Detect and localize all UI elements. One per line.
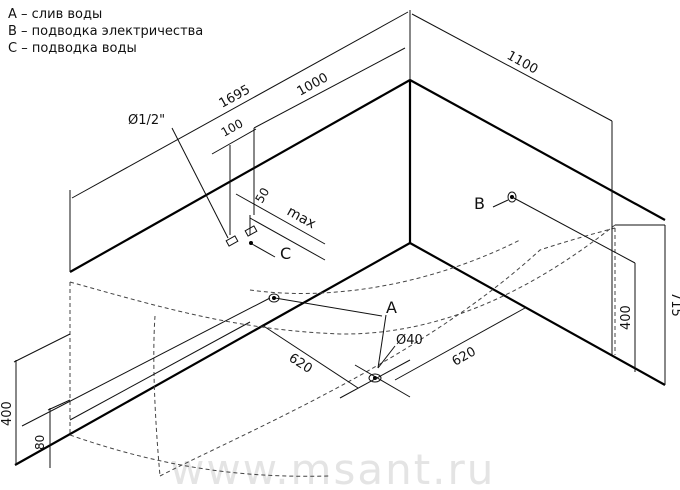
- drain-diameter-label: Ø40: [396, 333, 423, 348]
- dimension-1695: 1695: [69, 10, 411, 272]
- label-b-text: B: [474, 194, 485, 213]
- dimension-620-right-label: 620: [450, 344, 479, 369]
- dimension-715: 715: [615, 224, 680, 385]
- dimension-100: 100: [211, 116, 257, 235]
- dimension-100-label: 100: [219, 116, 246, 139]
- legend: A – слив воды B – подводка электричества…: [8, 6, 203, 57]
- pipe-diameter-label: Ø1/2": [128, 113, 165, 128]
- pipe-diameter: Ø1/2": [128, 113, 229, 239]
- legend-item-drain: A – слив воды: [8, 7, 103, 22]
- dimension-715-label: 715: [668, 292, 680, 317]
- dimension-1000-label: 1000: [295, 70, 331, 99]
- legend-item-electric: B – подводка электричества: [8, 24, 204, 39]
- dimension-1000: 1000: [253, 47, 406, 215]
- label-c-text: C: [280, 244, 291, 263]
- dimension-80-label: 80: [33, 435, 47, 450]
- label-a-text: A: [386, 298, 397, 317]
- legend-item-water: C – подводка воды: [8, 41, 137, 56]
- bathtub-outline: [69, 224, 616, 477]
- dimension-400-left-label: 400: [0, 401, 15, 426]
- dimension-1695-label: 1695: [217, 82, 253, 111]
- dimension-400-left: 400 80: [0, 321, 251, 468]
- label-c: C: [251, 243, 291, 263]
- dimension-400-right-label: 400: [619, 305, 634, 330]
- dimension-620-left-label: 620: [286, 351, 315, 377]
- drain: A Ø40: [21, 293, 423, 427]
- max-label: max: [284, 204, 318, 233]
- dimension-50-label: 50: [252, 185, 272, 205]
- watermark: www.msant.ru: [170, 445, 495, 490]
- dimension-400-right: 400: [619, 263, 636, 372]
- electric-outlet: B: [474, 191, 636, 264]
- dimension-1100: 1100: [411, 13, 613, 355]
